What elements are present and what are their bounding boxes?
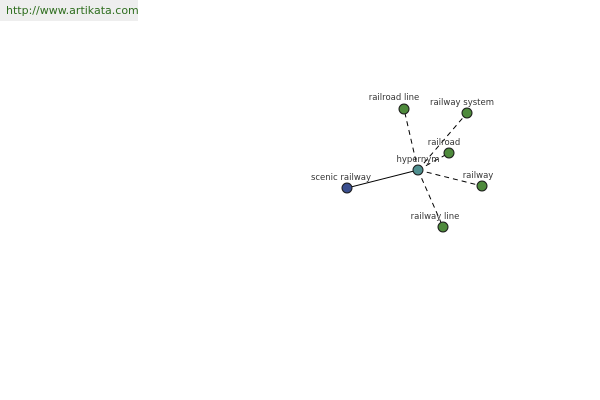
related-label-railroad[interactable]: railroad (428, 138, 461, 148)
center-node-hypernym[interactable] (412, 164, 424, 176)
related-label-railroad-line[interactable]: railroad line (369, 93, 420, 103)
graph-labels: scenic railway railroad line railway syste… (311, 93, 494, 222)
site-url-link[interactable]: http://www.artikata.com (0, 0, 139, 21)
source-label-scenic-railway[interactable]: scenic railway (311, 173, 371, 183)
edge-railroad (417, 152, 450, 171)
edge-railroad-line (403, 108, 419, 171)
edge-railway-line (417, 169, 444, 228)
edge-railway-system (417, 112, 468, 171)
graph-nodes (341, 103, 488, 233)
related-label-railway-system[interactable]: railway system (430, 98, 494, 108)
center-label-hypernym[interactable]: hypernym (396, 155, 439, 165)
graph-edges (346, 108, 483, 228)
edge-railway (417, 169, 483, 187)
related-label-railway-line[interactable]: railway line (411, 212, 460, 222)
source-node-scenic-railway[interactable] (341, 182, 353, 194)
related-node-railway-line[interactable] (437, 221, 449, 233)
related-node-railroad-line[interactable] (398, 103, 410, 115)
related-node-railroad[interactable] (443, 147, 455, 159)
related-node-railway-system[interactable] (461, 107, 473, 119)
related-label-railway[interactable]: railway (463, 171, 494, 181)
edge-scenic-railway (346, 169, 419, 189)
related-node-railway[interactable] (476, 180, 488, 192)
